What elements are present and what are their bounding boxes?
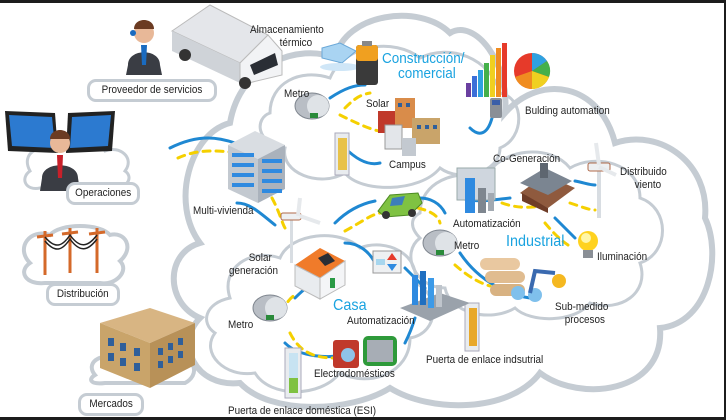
link-yellow [543,221,570,247]
smart-meter-icon [294,92,330,120]
smart-grid-diagram: Proveedor de servicios Operaciones Distr… [0,3,724,417]
link-yellow [568,201,597,212]
house-icon [294,248,346,300]
electric-car-icon [377,192,423,219]
link-blue [573,179,597,187]
factory-icon [520,163,575,213]
building-automation-label: Bulding automation [525,105,610,117]
industrial-automation-icon [456,167,496,213]
control-panel-icon [372,250,402,274]
industrial-automation-label: Automatización [453,218,521,230]
sub-metering-label: Sub-medido procesos [555,301,609,326]
smart-meter-icon [252,294,288,322]
co-generation-label: Co-Generación [493,153,561,165]
service-provider-label: Proveedor de servicios [87,79,217,102]
link-blue [553,216,577,240]
battery-icon [356,41,378,85]
power-poles-icon [36,228,106,275]
solar-generation-label: Solar generación [229,252,278,277]
appliances-label: Electrodomésticos [314,368,395,380]
home-zone-title: Casa [333,297,367,314]
ice-cube-icon [320,42,360,71]
link-blue [168,136,237,150]
commercial-gateway-door-icon [334,132,350,176]
link-blue [328,83,367,100]
solar-commercial-label: Solar [366,98,390,110]
diagram-background [5,4,716,410]
operations-label: Operaciones [66,182,140,205]
link-blue [343,146,382,166]
link-blue [403,316,417,345]
washer-appliance-icon [363,336,397,366]
distributed-wind-label: Distribuido viento [620,166,667,191]
campus-buildings-icon [378,98,440,156]
link-yellow [288,331,337,360]
home-gateway-door-icon [284,347,302,399]
home-wind-turbine-icon [280,197,321,263]
industrial-gateway-label: Puerta de enlace indsutrial [426,354,544,366]
meter-home-label: Metro [228,319,254,331]
pie-chart-icon [514,52,551,90]
bar-chart-icon [466,43,507,97]
link-yellow [453,263,492,288]
delivery-truck-icon [170,4,283,89]
link-yellow [500,201,542,209]
link-yellow [270,196,287,230]
thermostat-icon [490,98,502,118]
link-yellow [338,113,382,133]
link-blue [418,196,447,215]
wind-turbine-icon [587,142,617,218]
distribution-label: Distribución [46,283,120,306]
distribution-cloud-outline [22,224,130,286]
link-blue [333,199,377,225]
link-blue [235,201,277,227]
home-cloud-outline [205,234,435,394]
data-servers-icon [400,271,470,321]
industrial-gateway-door-icon [464,302,480,352]
meter-industrial-label: Metro [454,240,480,252]
operations-monitors-icon [5,111,115,191]
link-blue [468,116,494,135]
commercial-zone-title: Construcción/ comercial [382,50,465,82]
campus-label: Campus [389,159,426,171]
apartment-building-icon [228,131,285,203]
multi-housing-label: Multi-vivienda [193,205,254,217]
industrial-zone-title: Industrial [506,233,565,250]
main-cloud-outline [170,12,716,410]
thermal-storage-label: Almacenamiento térmico [250,24,324,49]
smart-meter-icon [422,229,458,257]
home-gateway-label: Puerta de enlace doméstica (ESI) [228,405,377,417]
home-automation-label: Automatización [347,315,415,327]
robot-arm-icon [511,268,566,302]
meter-commercial-label: Metro [284,88,310,100]
market-building-icon [100,308,195,388]
link-yellow [343,211,382,233]
lighting-label: Iluminación [597,251,648,263]
service-provider-person-icon [126,20,162,75]
light-bulb-icon [578,231,598,258]
link-yellow [416,206,442,225]
link-yellow [343,91,372,110]
markets-label: Mercados [78,393,144,416]
dryer-appliance-icon [333,340,359,368]
